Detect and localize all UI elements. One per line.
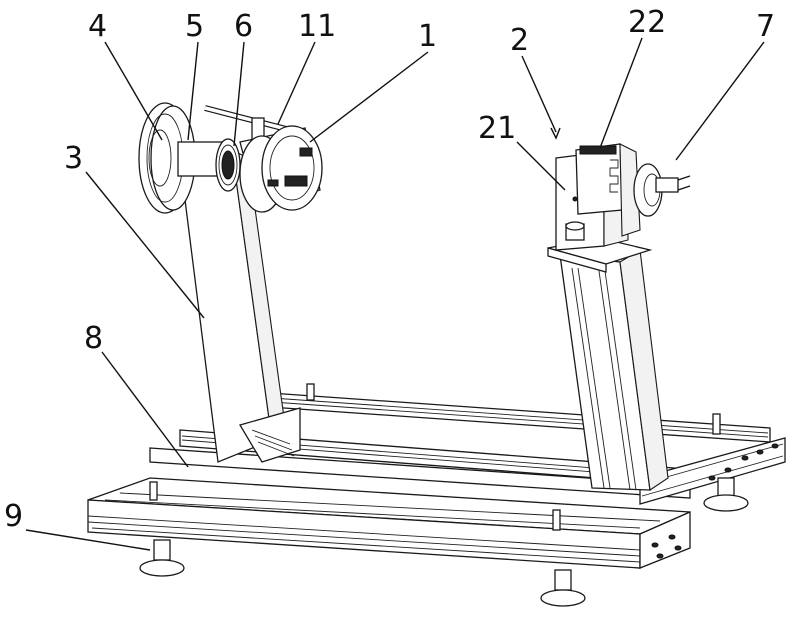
middle-rail-2 [149, 447, 691, 499]
label-2: 2 [510, 23, 529, 58]
base-frame [87, 383, 786, 569]
rail-post [149, 481, 158, 501]
front-rail-end [639, 511, 691, 569]
label-7: 7 [756, 9, 775, 44]
bearing-housing [177, 138, 241, 192]
column-bracket [239, 407, 301, 463]
label-6: 6 [234, 9, 253, 44]
label-9: 9 [4, 499, 23, 534]
headstock-column [179, 149, 301, 463]
label-8: 8 [84, 321, 103, 356]
rail-post [552, 509, 561, 531]
three-jaw-chuck [204, 105, 323, 213]
label-22: 22 [628, 5, 666, 40]
rail-post [712, 413, 721, 435]
label-5: 5 [185, 9, 204, 44]
rail-post [306, 383, 315, 401]
leader-lines [25, 37, 765, 551]
rear-rail [269, 392, 771, 443]
label-3: 3 [64, 141, 83, 176]
label-4: 4 [88, 9, 107, 44]
label-1: 1 [418, 19, 437, 54]
part-labels: 4 5 6 11 1 2 22 7 21 3 8 9 [4, 5, 775, 534]
vertical-post [547, 237, 669, 491]
label-21: 21 [478, 111, 516, 146]
leveling-feet [139, 477, 749, 607]
tailstock-slide [555, 143, 691, 251]
label-11: 11 [298, 9, 336, 44]
right-cross-rail [639, 437, 786, 505]
